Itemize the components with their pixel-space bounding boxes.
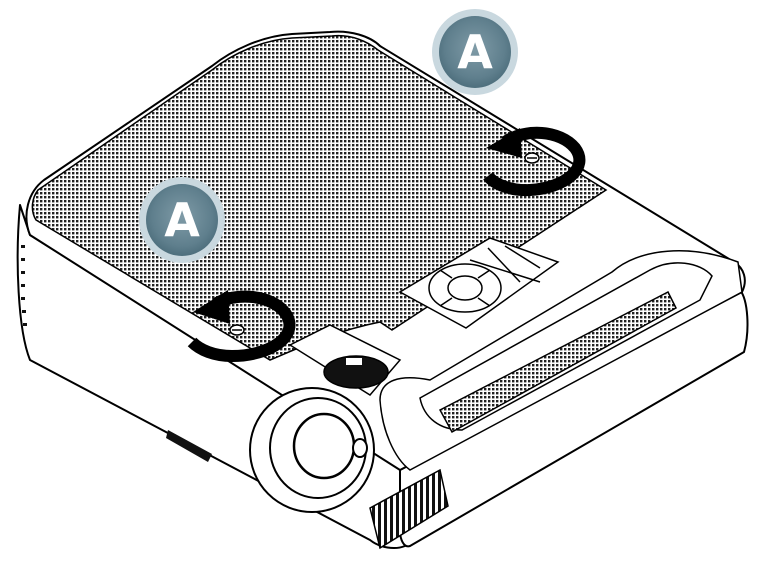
side-vent (21, 245, 27, 326)
callout-badge: A (139, 177, 225, 263)
control-panel (398, 237, 560, 329)
rotate-counterclockwise-arrow-icon (483, 126, 586, 197)
handle-tray (379, 250, 743, 471)
rotate-counterclockwise-arrow-icon (187, 290, 296, 363)
callout-label: A (457, 25, 493, 79)
lens-assembly (249, 387, 375, 513)
side-buttons (166, 430, 212, 462)
front-vent (369, 468, 449, 550)
callout-label: A (164, 193, 200, 247)
screw-icon (229, 324, 245, 336)
screw-icon (524, 152, 540, 164)
control-center-button (447, 275, 483, 301)
callout-badge: A (432, 9, 518, 95)
focus-ring (288, 324, 402, 396)
